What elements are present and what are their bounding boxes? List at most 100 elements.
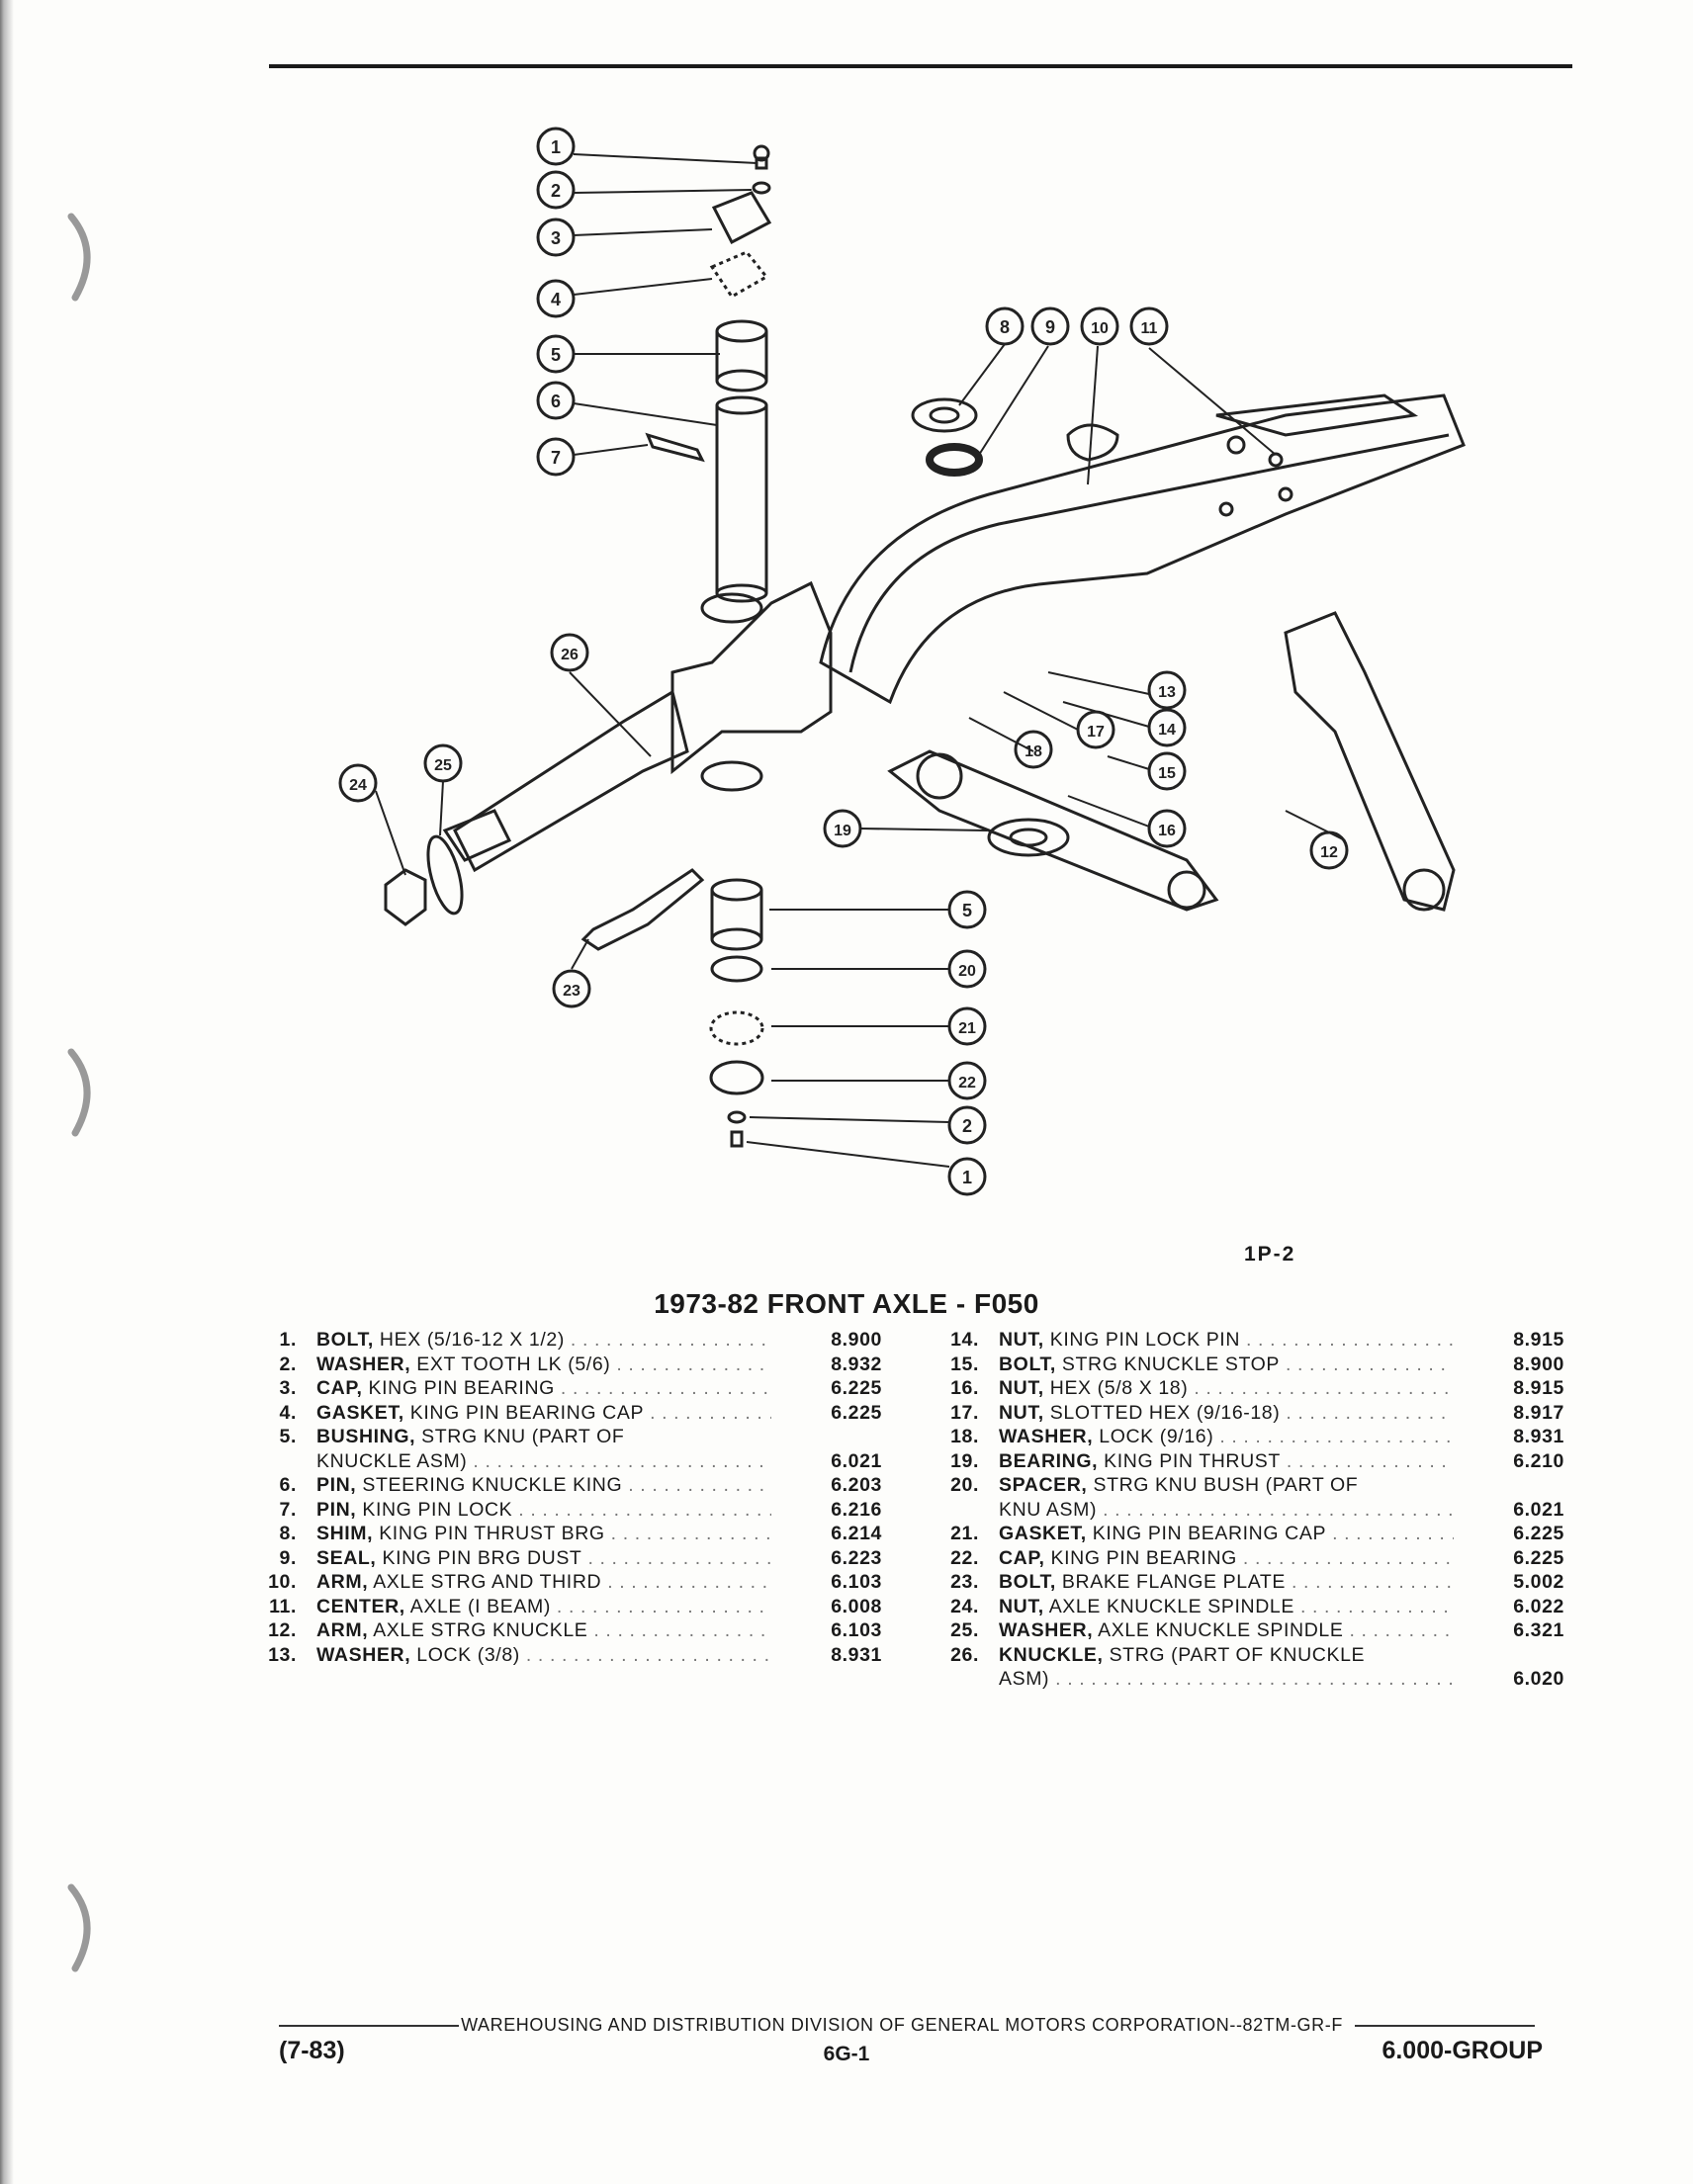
- callout-marker: 18: [1014, 730, 1053, 769]
- king-pin-washer: [752, 181, 771, 195]
- group-number: 6.225: [831, 1377, 882, 1399]
- parts-list-item: 11.CENTER, AXLE (I BEAM)6.008: [239, 1595, 912, 1619]
- king-pin-lock-pin: [645, 432, 705, 463]
- callout-marker: 6: [536, 381, 576, 420]
- parts-list-item: 2.WASHER, EXT TOOTH LK (5/6)8.932: [239, 1353, 912, 1377]
- parts-list-item: 19.BEARING, KING PIN THRUST6.210: [922, 1449, 1594, 1474]
- group-number: 6.321: [1513, 1619, 1564, 1641]
- group-number: 5.002: [1513, 1571, 1564, 1593]
- part-detail: STRG KNU BUSH (PART OF: [1093, 1474, 1359, 1496]
- parts-list-item: 22.CAP, KING PIN BEARING6.225: [922, 1546, 1594, 1571]
- part-number: 2.: [279, 1353, 297, 1375]
- group-number: 8.900: [1513, 1353, 1564, 1375]
- part-detail-continued: KNU ASM): [999, 1498, 1098, 1521]
- svg-text:5: 5: [551, 345, 561, 365]
- part-number: 21.: [950, 1523, 979, 1544]
- part-detail: AXLE STRG AND THIRD: [373, 1571, 602, 1593]
- parts-list-item: 6.PIN, STEERING KNUCKLE KING6.203: [239, 1473, 912, 1498]
- parts-list-item: 7.PIN, KING PIN LOCK6.216: [239, 1498, 912, 1523]
- callout-marker: 7: [536, 437, 576, 477]
- parts-list-item: 16.NUT, HEX (5/8 X 18)8.915: [922, 1376, 1594, 1401]
- group-number: 8.917: [1513, 1401, 1564, 1424]
- part-name: BOLT,: [999, 1353, 1056, 1375]
- part-name: CAP,: [316, 1377, 363, 1399]
- group-number: 6.210: [1513, 1449, 1564, 1472]
- part-detail: HEX (5/8 X 18): [1049, 1377, 1189, 1399]
- brake-flange-bolt: [580, 868, 705, 951]
- part-number: 13.: [268, 1643, 297, 1666]
- svg-text:23: 23: [563, 983, 580, 1000]
- parts-list-item: 4.GASKET, KING PIN BEARING CAP6.225: [239, 1401, 912, 1426]
- part-number: 4.: [279, 1401, 297, 1424]
- part-name: WASHER,: [316, 1353, 411, 1375]
- part-number: 9.: [279, 1546, 297, 1569]
- part-description: WASHER, EXT TOOTH LK (5/6): [316, 1353, 771, 1377]
- part-number: 6.: [279, 1474, 297, 1496]
- parts-list-item: 13.WASHER, LOCK (3/8)8.931: [239, 1643, 912, 1668]
- callout-marker: 11: [1129, 306, 1169, 346]
- callout-markers: 1 2 3 4 5 6 7 8 9 10 11 13 14 15 16 17 1…: [338, 127, 1349, 1196]
- parts-list-item: 8.SHIM, KING PIN THRUST BRG6.214: [239, 1522, 912, 1546]
- footer-group: 6.000-GROUP: [1381, 2037, 1543, 2064]
- callout-marker: 16: [1147, 809, 1187, 848]
- part-detail: KING PIN BRG DUST: [382, 1546, 582, 1569]
- part-description: NUT, KING PIN LOCK PIN: [999, 1328, 1454, 1353]
- part-name: BEARING,: [999, 1449, 1099, 1472]
- svg-text:21: 21: [958, 1020, 976, 1037]
- group-number: 8.915: [1513, 1329, 1564, 1351]
- part-detail: KING PIN BEARING CAP: [1092, 1523, 1327, 1544]
- binder-edge-shadow: [0, 0, 14, 2184]
- part-description: SEAL, KING PIN BRG DUST: [316, 1546, 771, 1571]
- group-number: 6.022: [1513, 1595, 1564, 1617]
- part-detail: AXLE (I BEAM): [409, 1595, 551, 1617]
- part-name: CAP,: [999, 1546, 1045, 1569]
- part-number: 18.: [950, 1426, 979, 1447]
- part-name: NUT,: [999, 1401, 1044, 1424]
- part-number: 20.: [950, 1474, 979, 1496]
- parts-list-item: 18.WASHER, LOCK (9/16)8.931: [922, 1425, 1594, 1449]
- svg-text:9: 9: [1045, 317, 1055, 337]
- part-detail: AXLE KNUCKLE SPINDLE: [1098, 1619, 1344, 1641]
- group-number: 6.021: [1513, 1498, 1564, 1521]
- svg-text:15: 15: [1158, 765, 1176, 782]
- part-description: CAP, KING PIN BEARING: [316, 1376, 771, 1401]
- parts-list-left: 1.BOLT, HEX (5/16-12 X 1/2)8.9002.WASHER…: [239, 1328, 912, 1667]
- callout-marker: 12: [1309, 830, 1349, 870]
- group-number: 6.021: [831, 1449, 882, 1472]
- svg-text:14: 14: [1158, 722, 1176, 739]
- thrust-bearing: [987, 818, 1070, 857]
- part-description: NUT, AXLE KNUCKLE SPINDLE: [999, 1595, 1454, 1619]
- group-number: 6.214: [831, 1523, 882, 1544]
- part-number: 8.: [279, 1523, 297, 1544]
- group-number: 6.223: [831, 1546, 882, 1569]
- svg-text:25: 25: [434, 757, 452, 774]
- part-description: ARM, AXLE STRG AND THIRD: [316, 1570, 771, 1595]
- part-number: 10.: [268, 1571, 297, 1593]
- king-pin: [715, 395, 768, 603]
- king-pin-bolt: [753, 144, 770, 170]
- footer-date: (7-83): [279, 2037, 345, 2064]
- footer-division-line: WAREHOUSING AND DISTRIBUTION DIVISION OF…: [279, 2015, 1536, 2036]
- svg-text:10: 10: [1091, 320, 1109, 337]
- part-detail: STEERING KNUCKLE KING: [362, 1474, 623, 1496]
- part-description: PIN, KING PIN LOCK: [316, 1498, 771, 1523]
- group-number: 6.225: [1513, 1546, 1564, 1569]
- part-name: PIN,: [316, 1474, 357, 1496]
- svg-text:2: 2: [962, 1116, 972, 1136]
- king-pin-bearing-cap: [711, 191, 772, 245]
- part-description: PIN, STEERING KNUCKLE KING: [316, 1473, 771, 1498]
- part-description: GASKET, KING PIN BEARING CAP: [316, 1401, 771, 1426]
- part-name: NUT,: [999, 1329, 1044, 1351]
- callout-marker: 9: [1030, 306, 1070, 346]
- part-detail: LOCK (9/16): [1099, 1426, 1214, 1447]
- svg-text:6: 6: [551, 392, 561, 411]
- group-number: 8.915: [1513, 1377, 1564, 1399]
- shim-and-seal: [911, 397, 983, 477]
- part-detail-continued: ASM): [999, 1668, 1050, 1690]
- svg-text:24: 24: [349, 777, 367, 794]
- svg-text:13: 13: [1158, 684, 1176, 701]
- part-name: CENTER,: [316, 1595, 405, 1617]
- svg-text:1: 1: [962, 1168, 972, 1187]
